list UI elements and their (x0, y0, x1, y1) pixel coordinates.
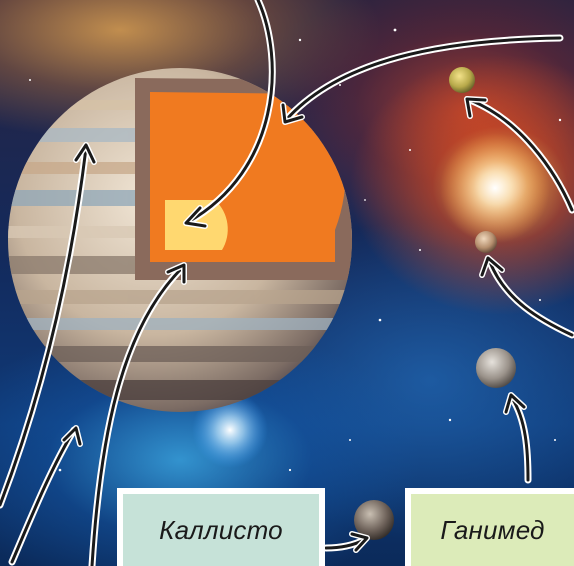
label-ganymede: Ганимед (440, 515, 544, 546)
label-callisto: Каллисто (159, 515, 283, 546)
label-box-ganymede: Ганимед (405, 488, 574, 566)
moon-europa (475, 231, 497, 253)
jupiter (0, 68, 364, 412)
moon-io (449, 67, 475, 93)
label-box-callisto: Каллисто (117, 488, 325, 566)
moon-ganymede (476, 348, 516, 388)
